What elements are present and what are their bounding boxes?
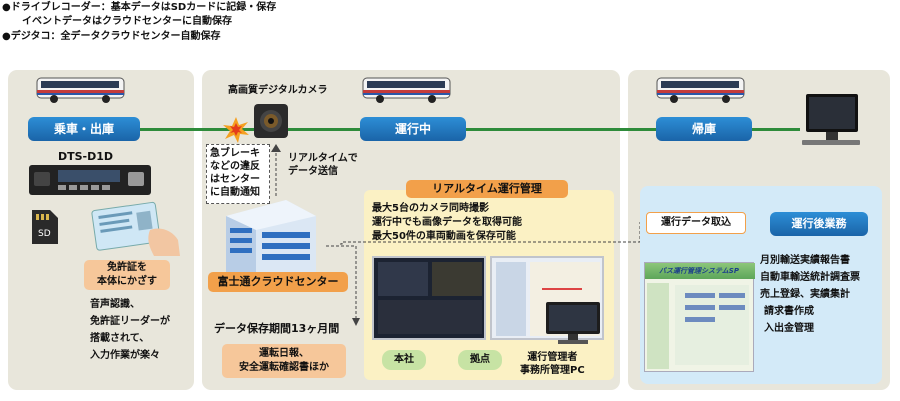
pc-monitor-icon bbox=[546, 302, 600, 344]
cloud-center-label: 富士通クラウドセンター bbox=[208, 272, 348, 292]
event-line-2: などの違反 bbox=[210, 161, 260, 172]
post-operation-title: 運行後業務 bbox=[770, 212, 868, 236]
import-data-box: 運行データ取込 bbox=[646, 212, 746, 234]
impact-burst-icon bbox=[223, 117, 249, 143]
data-transfer-arrow-icon bbox=[340, 218, 648, 245]
license-hint-line-2: 本体にかざす bbox=[97, 276, 157, 287]
realtime-note: リアルタイムで データ送信 bbox=[288, 152, 358, 178]
task-1: 月別輸送実績報告書 bbox=[760, 255, 850, 266]
sd-card-icon: SD bbox=[32, 210, 58, 244]
software-title: バス運行管理システムSP bbox=[659, 267, 739, 275]
event-line-3: はセンター bbox=[210, 174, 260, 185]
event-line-1: 急ブレーキ bbox=[210, 148, 260, 159]
left-note-line-3: 搭載されて、 bbox=[90, 333, 150, 344]
post-operation-tasks: 月別輸送実績報告書 自動車輸送統計調査票 売上登録、実績集計 請求書作成 入出金… bbox=[760, 252, 860, 337]
license-card-icon bbox=[91, 201, 180, 256]
camera-view-screenshot bbox=[372, 256, 486, 340]
monitor-icon bbox=[802, 94, 860, 145]
event-notice-box: 急ブレーキ などの違反 はセンター に自動通知 bbox=[206, 144, 270, 204]
pc-line-1: 運行管理者 bbox=[527, 352, 578, 363]
hq-badge: 本社 bbox=[382, 350, 426, 370]
stage-operating: 運行中 bbox=[360, 117, 466, 141]
task-4: 請求書作成 bbox=[764, 306, 814, 317]
documents-line-2: 安全運転確認書ほか bbox=[239, 362, 329, 373]
header-line-1: ●ドライブレコーダー：基本データはSDカードに記録・保存 bbox=[2, 2, 277, 13]
stage-boarding: 乗車・出庫 bbox=[28, 117, 140, 141]
left-note-line-1: 音声認識、 bbox=[90, 299, 140, 310]
task-3: 売上登録、実績集計 bbox=[760, 289, 850, 300]
pc-line-2: 事務所管理PC bbox=[520, 365, 585, 376]
left-note-line-4: 入力作業が楽々 bbox=[90, 350, 160, 361]
license-hint-line-1: 免許証を bbox=[107, 262, 147, 273]
upload-arrow-icon bbox=[271, 144, 281, 196]
left-note-line-2: 免許証リーダーが bbox=[90, 316, 170, 327]
realtime-line-1: リアルタイムで bbox=[288, 153, 358, 164]
documents-box: 運転日報、 安全運転確認書ほか bbox=[222, 344, 346, 378]
mgmt-line-3: 最大50件の車両動画を保存可能 bbox=[372, 231, 516, 242]
pc-caption: 運行管理者 事務所管理PC bbox=[520, 351, 585, 377]
svg-text:SD: SD bbox=[38, 229, 51, 239]
cloud-datacenter-icon bbox=[226, 200, 316, 274]
branch-badge: 拠点 bbox=[458, 350, 502, 370]
route-line bbox=[140, 128, 800, 131]
realtime-management-title: リアルタイム運行管理 bbox=[406, 180, 568, 198]
header-line-2: イベントデータはクラウドセンターに自動保存 bbox=[22, 16, 232, 27]
documents-line-1: 運転日報、 bbox=[259, 348, 309, 359]
event-line-4: に自動通知 bbox=[210, 187, 260, 198]
bus-icon-boarding bbox=[36, 77, 125, 103]
bus-icon-return bbox=[656, 77, 745, 103]
realtime-management-notes: 最大5台のカメラ同時撮影 運行中でも画像データを取得可能 最大50件の車両動画を… bbox=[372, 202, 522, 244]
stage-return: 帰庫 bbox=[656, 117, 752, 141]
software-screenshot: バス運行管理システムSP bbox=[644, 262, 755, 372]
digital-tachograph-icon bbox=[29, 165, 151, 195]
mgmt-line-1: 最大5台のカメラ同時撮影 bbox=[372, 203, 489, 214]
mgmt-line-2: 運行中でも画像データを取得可能 bbox=[372, 217, 522, 228]
device-label: DTS-D1D bbox=[58, 150, 114, 163]
license-hint-box: 免許証を 本体にかざす bbox=[84, 260, 170, 290]
header-line-3: ●デジタコ：全データクラウドセンター自動保存 bbox=[2, 31, 221, 42]
realtime-line-2: データ送信 bbox=[288, 166, 338, 177]
task-5: 入出金管理 bbox=[764, 323, 814, 334]
retention-label: データ保存期間13ヶ月間 bbox=[214, 322, 340, 335]
cloud-link-arrow-icon bbox=[326, 245, 360, 326]
bus-icon-operating bbox=[362, 77, 451, 103]
task-2: 自動車輸送統計調査票 bbox=[760, 272, 860, 283]
camera-icon bbox=[254, 104, 288, 138]
camera-label: 高画質デジタルカメラ bbox=[228, 85, 328, 96]
left-note: 音声認識、 免許証リーダーが 搭載されて、 入力作業が楽々 bbox=[90, 296, 170, 364]
